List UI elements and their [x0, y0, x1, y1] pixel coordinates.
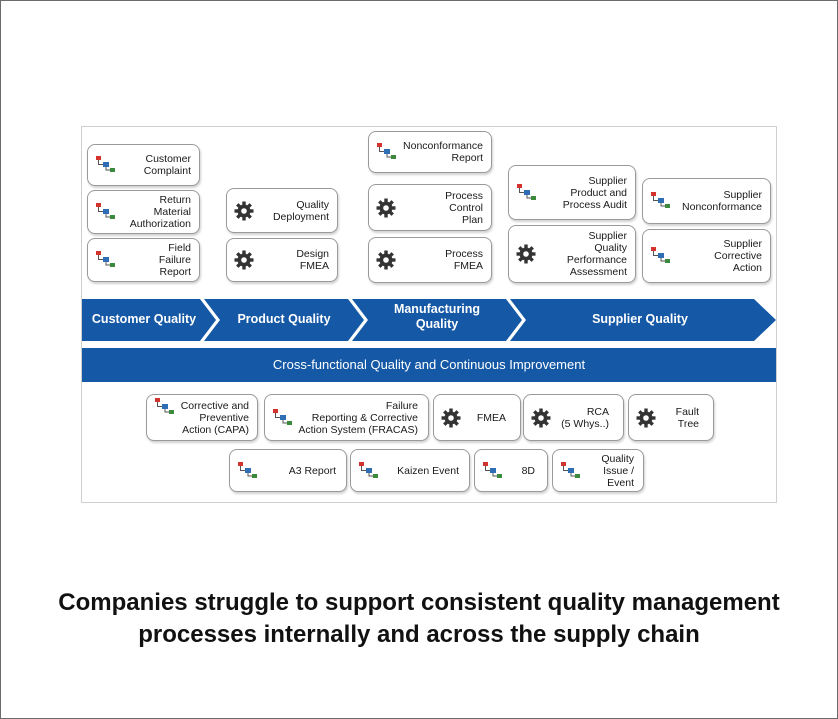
- card-customer-complaint: Customer Complaint: [87, 144, 200, 186]
- card-label: Return Material Authorization: [129, 194, 191, 230]
- workflow-icon: [359, 461, 378, 478]
- card-label: Design FMEA: [296, 248, 329, 272]
- card-process-fmea: Process FMEA: [368, 237, 492, 283]
- card-label: Field Failure Report: [158, 242, 191, 278]
- card-fracas: Failure Reporting & Corrective Action Sy…: [264, 394, 429, 441]
- card-label: Fault Tree: [675, 405, 699, 430]
- gear-icon: [441, 408, 461, 427]
- gear-icon: [234, 201, 254, 220]
- card-label: Quality Issue / Event: [601, 452, 634, 489]
- workflow-icon: [517, 183, 536, 200]
- workflow-icon: [273, 408, 292, 425]
- card-field-failure-report: Field Failure Report: [87, 238, 200, 282]
- gear-icon: [376, 198, 396, 217]
- card-rca: RCA (5 Whys..): [523, 394, 624, 441]
- workflow-icon: [483, 461, 502, 478]
- card-supplier-corrective-action: Supplier Corrective Action: [642, 229, 771, 283]
- stage-manufacturing-quality: Manufacturing Quality: [393, 302, 481, 331]
- gear-icon: [531, 408, 551, 427]
- workflow-icon: [96, 203, 115, 219]
- stage-chevron-manufacturing: [352, 299, 522, 341]
- card-return-material-authorization: Return Material Authorization: [87, 190, 200, 234]
- card-label: Quality Deployment: [272, 198, 329, 223]
- card-label: A3 Report: [288, 464, 336, 477]
- stage-customer-quality: Customer Quality: [91, 312, 197, 326]
- stage-chevron-customer: [82, 299, 216, 341]
- stage-supplier-quality: Supplier Quality: [592, 312, 688, 326]
- card-label: RCA (5 Whys..): [561, 405, 609, 430]
- card-quality-issue-event: Quality Issue / Event: [552, 449, 644, 492]
- card-8d: 8D: [474, 449, 548, 492]
- card-design-fmea: Design FMEA: [226, 238, 338, 282]
- workflow-icon: [96, 156, 115, 172]
- stage-product-quality: Product Quality: [237, 312, 331, 326]
- card-quality-deployment: Quality Deployment: [226, 188, 338, 233]
- card-label: Corrective and Preventive Action (CAPA): [180, 399, 249, 436]
- stage-chevron-product: [204, 299, 364, 341]
- gear-icon: [234, 250, 254, 270]
- card-fault-tree: Fault Tree: [628, 394, 714, 441]
- card-fmea: FMEA: [433, 394, 521, 441]
- card-label: Process Control Plan: [445, 189, 483, 226]
- workflow-icon: [155, 398, 174, 414]
- card-label: Supplier Nonconformance: [682, 189, 762, 213]
- gear-icon: [516, 244, 536, 264]
- card-process-control-plan: Process Control Plan: [368, 184, 492, 231]
- cross-functional-banner: Cross-functional Quality and Continuous …: [82, 348, 776, 382]
- card-label: Failure Reporting & Corrective Action Sy…: [298, 399, 418, 436]
- card-label: Supplier Corrective Action: [714, 238, 762, 274]
- card-label: Supplier Quality Performance Assessment: [566, 230, 627, 278]
- card-label: FMEA: [476, 411, 506, 424]
- workflow-icon: [651, 247, 670, 263]
- card-label: Process FMEA: [445, 248, 483, 272]
- stage-chevron-supplier: [510, 299, 776, 341]
- headline: Companies struggle to support consistent…: [58, 589, 780, 648]
- card-label: Nonconformance Report: [403, 140, 483, 164]
- gear-icon: [636, 408, 656, 427]
- card-label: 8D: [521, 464, 535, 477]
- workflow-icon: [561, 461, 580, 478]
- quality-process-diagram: Customer Complaint Return Material Autho…: [81, 126, 777, 503]
- card-label: Supplier Product and Process Audit: [562, 174, 627, 211]
- card-supplier-nonconformance: Supplier Nonconformance: [642, 178, 771, 224]
- card-supplier-product-process-audit: Supplier Product and Process Audit: [508, 165, 636, 220]
- card-nonconformance-report: Nonconformance Report: [368, 131, 492, 173]
- workflow-icon: [238, 461, 257, 478]
- card-a3-report: A3 Report: [229, 449, 347, 492]
- card-kaizen-event: Kaizen Event: [350, 449, 470, 492]
- card-supplier-quality-performance-assessment: Supplier Quality Performance Assessment: [508, 225, 636, 283]
- card-label: Customer Complaint: [143, 153, 191, 177]
- stage-chevron-bar: [82, 299, 776, 341]
- card-capa: Corrective and Preventive Action (CAPA): [146, 394, 258, 441]
- workflow-icon: [96, 251, 115, 267]
- workflow-icon: [377, 143, 396, 159]
- workflow-icon: [651, 192, 670, 208]
- gear-icon: [376, 250, 396, 270]
- card-label: Kaizen Event: [397, 464, 459, 477]
